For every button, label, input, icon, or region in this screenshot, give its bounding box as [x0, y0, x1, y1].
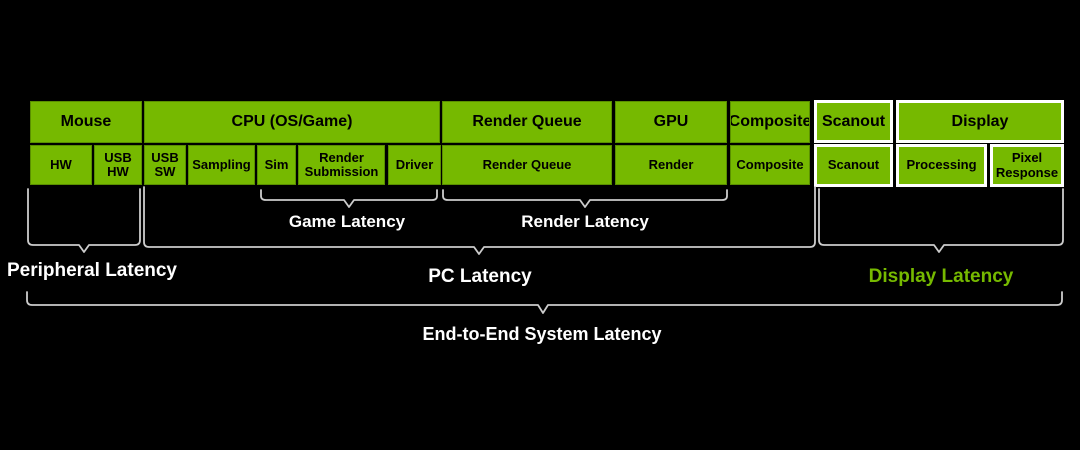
pc-latency-label: PC Latency	[428, 266, 532, 287]
substage-box-render-submission: Render Submission	[298, 145, 385, 185]
stage-box-composite: Composite	[729, 101, 811, 143]
substage-box-hw: HW	[30, 145, 92, 185]
bracket-end-to-end-latency	[26, 291, 1063, 314]
substage-box-processing: Processing	[896, 144, 987, 187]
bracket-pc-latency	[143, 186, 816, 255]
substage-box-render-queue: Render Queue	[442, 145, 612, 185]
substage-box-usb-hw: USB HW	[94, 145, 142, 185]
stage-box-scanout: Scanout	[814, 100, 893, 143]
stage-box-mouse: Mouse	[30, 101, 142, 143]
substage-box-usb-sw: USB SW	[144, 145, 186, 185]
game-latency-label: Game Latency	[288, 212, 406, 231]
end-to-end-latency-label: End-to-End System Latency	[422, 324, 662, 344]
bracket-game-latency	[260, 189, 438, 208]
substage-box-composite: Composite	[730, 145, 810, 185]
stage-box-render-queue: Render Queue	[442, 101, 612, 143]
substage-box-sampling: Sampling	[188, 145, 255, 185]
bracket-peripheral-latency	[27, 188, 141, 253]
substage-box-driver: Driver	[388, 145, 441, 185]
bracket-render-latency	[442, 189, 728, 208]
stage-box-gpu: GPU	[615, 101, 727, 143]
substage-box-scanout: Scanout	[814, 144, 893, 187]
stage-box-display: Display	[896, 100, 1064, 143]
bracket-display-latency	[818, 188, 1064, 253]
display-latency-label: Display Latency	[868, 266, 1014, 287]
substage-box-sim: Sim	[257, 145, 296, 185]
substage-box-render: Render	[615, 145, 727, 185]
substage-box-pixel-response: Pixel Response	[990, 144, 1064, 187]
render-latency-label: Render Latency	[521, 212, 649, 231]
peripheral-latency-label: Peripheral Latency	[6, 260, 178, 281]
stage-box-cpu: CPU (OS/Game)	[144, 101, 440, 143]
